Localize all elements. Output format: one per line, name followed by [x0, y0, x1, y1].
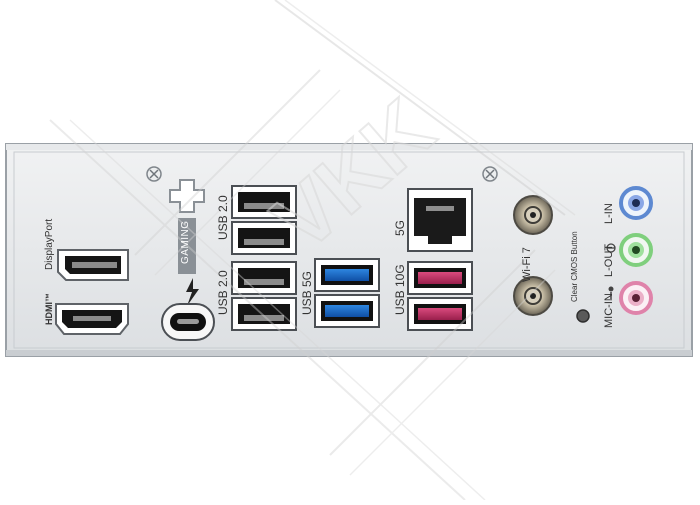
mic-in-jack: [619, 281, 653, 315]
line-in-label: L-IN: [603, 203, 615, 224]
audio-symbol-icon: [606, 243, 616, 253]
microphone-icon: [608, 286, 614, 299]
usb2-port-1: [231, 185, 297, 219]
mic-in-label: MIC-IN: [603, 293, 615, 328]
wifi-antenna-connector-2: [513, 276, 553, 316]
usb2-port-2: [231, 221, 297, 255]
usb-c-port: [161, 303, 215, 341]
clear-cmos-label: Clear CMOS Button: [570, 231, 579, 302]
screw-icon: [482, 166, 498, 182]
displayport-label: DisplayPort: [44, 218, 55, 270]
wifi-label: Wi-Fi 7: [521, 247, 533, 282]
usb-5g-port-1: [314, 258, 380, 292]
ethernet-port: [407, 188, 473, 252]
usb-10g-label: USB 10G: [393, 264, 407, 315]
gaming-label: GAMING: [180, 220, 191, 264]
usb-10g-port-2: [407, 297, 473, 331]
usb-10g-port-1: [407, 261, 473, 295]
usb2-top-label: USB 2.0: [216, 195, 230, 240]
displayport-port: [57, 249, 129, 281]
wifi-antenna-connector-1: [513, 195, 553, 235]
hdmi-port: [55, 303, 129, 335]
watermark-graphic: [49, 0, 576, 501]
hdmi-label: HDMI™: [44, 293, 54, 325]
lan-5g-label: 5G: [393, 219, 407, 236]
usb2-bottom-label: USB 2.0: [216, 270, 230, 315]
line-in-jack: [619, 186, 653, 220]
usb2-port-4: [231, 297, 297, 331]
usb2-port-3: [231, 261, 297, 295]
usb-5g-port-2: [314, 294, 380, 328]
line-out-jack: [619, 233, 653, 267]
clear-cmos-button: [576, 309, 590, 323]
screw-icon: [146, 166, 162, 182]
thunderbolt-icon: [186, 278, 199, 306]
gaming-emblem-icon: [169, 179, 205, 274]
usb-5g-label: USB 5G: [300, 270, 314, 315]
line-out-label: L-OUT: [603, 244, 615, 277]
